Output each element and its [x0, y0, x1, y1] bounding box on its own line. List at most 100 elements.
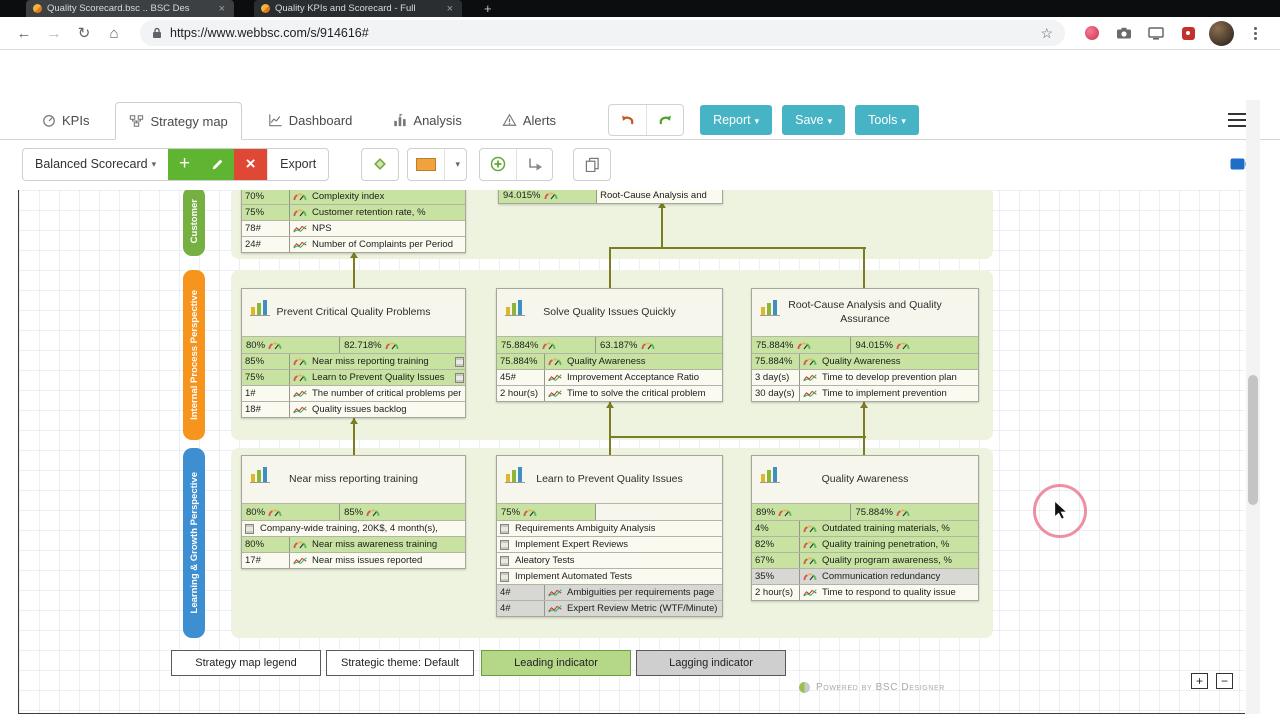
kpi-row[interactable]: 30 day(s)Time to implement prevention	[752, 385, 978, 401]
kpi-row[interactable]: 78#NPS	[242, 220, 465, 236]
kpi-row[interactable]: Implement Automated Tests	[497, 568, 722, 584]
connector-icon[interactable]	[516, 148, 552, 180]
zoom-in-button[interactable]: +	[1191, 673, 1208, 689]
add-circle-icon[interactable]	[480, 149, 516, 180]
card-chart-icon	[249, 298, 271, 321]
kpi-row[interactable]: 75%Learn to Prevent Quality Issues	[242, 369, 465, 385]
gauge-icon	[293, 209, 307, 217]
kpi-label: NPS	[312, 223, 332, 234]
scrollbar-thumb[interactable]	[1248, 375, 1258, 505]
perspective-band[interactable]: Learning & Growth Perspective	[183, 448, 205, 638]
initiative-icon	[455, 372, 464, 383]
tab-close-icon[interactable]: ×	[218, 2, 225, 15]
objective-card-rootcause[interactable]: Root-Cause Analysis and Quality Assuranc…	[751, 288, 979, 402]
url-field[interactable]: https://www.webbsc.com/s/914616# ☆	[140, 20, 1065, 46]
kpi-value: 4#	[497, 585, 545, 600]
kpi-row[interactable]: Company-wide training, 20K$, 4 month(s),	[242, 520, 465, 536]
forward-icon[interactable]: →	[46, 24, 62, 42]
kpi-row[interactable]: 2 hour(s)Time to respond to quality issu…	[752, 584, 978, 600]
browser-tab[interactable]: Quality Scorecard.bsc .. BSC Des×	[26, 0, 234, 17]
extension-pink-icon[interactable]	[1081, 26, 1103, 40]
kpi-row[interactable]: 85%Near miss reporting training	[242, 353, 465, 369]
kpi-target-cell: 94.015%	[851, 337, 978, 353]
avatar[interactable]	[1209, 20, 1234, 46]
kpi-row[interactable]: 70%Complexity index	[242, 190, 465, 204]
kpi-row[interactable]: 1#The number of critical problems per	[242, 385, 465, 401]
extension-cast-icon[interactable]	[1145, 26, 1167, 40]
kpi-row[interactable]: 75.884%63.187%	[497, 337, 722, 353]
tab-alerts[interactable]: Alerts	[488, 101, 570, 139]
objective-card-topright[interactable]: 94.015%Root-Cause Analysis and	[498, 190, 723, 204]
tab-strategy-map[interactable]: Strategy map	[115, 102, 242, 140]
kpi-row[interactable]: 75.884%Quality Awareness	[497, 353, 722, 369]
kpi-value: 75.884%	[855, 506, 893, 518]
kpi-row[interactable]: 35%Communication redundancy	[752, 568, 978, 584]
kpi-row[interactable]: 18#Quality issues backlog	[242, 401, 465, 417]
delete-button[interactable]: ×	[234, 148, 268, 180]
kpi-value: 80%	[246, 339, 266, 351]
redo-button[interactable]	[646, 104, 683, 135]
kpi-row[interactable]: 17#Near miss issues reported	[242, 552, 465, 568]
copy-icon[interactable]	[574, 149, 610, 180]
kpi-row[interactable]: 75%	[497, 504, 722, 520]
tab-label: Alerts	[522, 112, 557, 128]
kpi-row[interactable]: 4%Outdated training materials, %	[752, 520, 978, 536]
kpi-row[interactable]: 94.015%Root-Cause Analysis and	[499, 190, 722, 203]
tab-close-icon[interactable]: ×	[446, 2, 453, 15]
save-button[interactable]: Save▾	[782, 104, 846, 135]
menu-icon[interactable]	[1228, 112, 1246, 127]
kpi-row[interactable]: 3 day(s)Time to develop prevention plan	[752, 369, 978, 385]
kpi-row[interactable]: Aleatory Tests	[497, 552, 722, 568]
kpi-label: Quality issues backlog	[312, 404, 407, 415]
tools-button[interactable]: Tools▾	[855, 104, 919, 135]
extension-camera-icon[interactable]	[1113, 27, 1135, 39]
undo-button[interactable]	[609, 105, 646, 135]
kpi-row[interactable]: 75%Customer retention rate, %	[242, 204, 465, 220]
back-icon[interactable]: ←	[16, 24, 32, 42]
perspective-band[interactable]: Internal Process Perspective	[183, 270, 205, 440]
kpi-row[interactable]: Implement Expert Reviews	[497, 536, 722, 552]
color-dropdown-icon[interactable]: ▾	[444, 148, 466, 180]
diamond-icon[interactable]	[362, 149, 398, 180]
browser-tab[interactable]: Quality KPIs and Scorecard - Full×	[254, 0, 462, 17]
edit-button[interactable]	[201, 148, 235, 180]
color-swatch[interactable]	[408, 149, 444, 180]
scorecard-dropdown[interactable]: Balanced Scorecard▾	[35, 157, 157, 171]
kpi-row[interactable]: Requirements Ambiguity Analysis	[497, 520, 722, 536]
kpi-row[interactable]: 45#Improvement Acceptance Ratio	[497, 369, 722, 385]
kpi-row[interactable]: 80%Near miss awareness training	[242, 536, 465, 552]
kpi-row[interactable]: 67%Quality program awareness, %	[752, 552, 978, 568]
refresh-icon[interactable]: ↻	[77, 25, 91, 42]
kpi-row[interactable]: 24#Number of Complaints per Period	[242, 236, 465, 252]
kpi-row[interactable]: 4#Expert Review Metric (WTF/Minute)	[497, 600, 722, 616]
kpi-row[interactable]: 75.884%Quality Awareness	[752, 353, 978, 369]
export-button[interactable]: Export	[267, 148, 328, 180]
add-button[interactable]: +	[168, 148, 202, 180]
bookmark-star-icon[interactable]: ☆	[1040, 24, 1053, 41]
kpi-row[interactable]: 82%Quality training penetration, %	[752, 536, 978, 552]
kpi-row[interactable]: 89%75.884%	[752, 504, 978, 520]
kpi-row[interactable]: 80%82.718%	[242, 337, 465, 353]
extension-record-icon[interactable]	[1177, 26, 1199, 40]
new-tab-button[interactable]: +	[484, 1, 492, 16]
report-button[interactable]: Report▾	[700, 104, 773, 135]
kpi-value: 75.884%	[756, 339, 794, 351]
kpi-row[interactable]: 75.884% 94.015%	[752, 337, 978, 353]
tab-analysis[interactable]: Analysis	[378, 101, 475, 139]
zoom-out-button[interactable]: −	[1216, 673, 1233, 689]
tab-dashboard[interactable]: Dashboard	[254, 101, 367, 139]
home-icon[interactable]: ⌂	[109, 24, 119, 42]
perspective-band[interactable]: Customer	[183, 190, 205, 256]
kpi-row[interactable]: 4#Ambiguities per requirements page	[497, 584, 722, 600]
kpi-row[interactable]: 80%85%	[242, 504, 465, 520]
kpi-row[interactable]: 2 hour(s)Time to solve the critical prob…	[497, 385, 722, 401]
tab-kpis[interactable]: KPIs	[28, 101, 103, 139]
powered-by[interactable]: Powered by BSC Designer	[799, 682, 945, 693]
